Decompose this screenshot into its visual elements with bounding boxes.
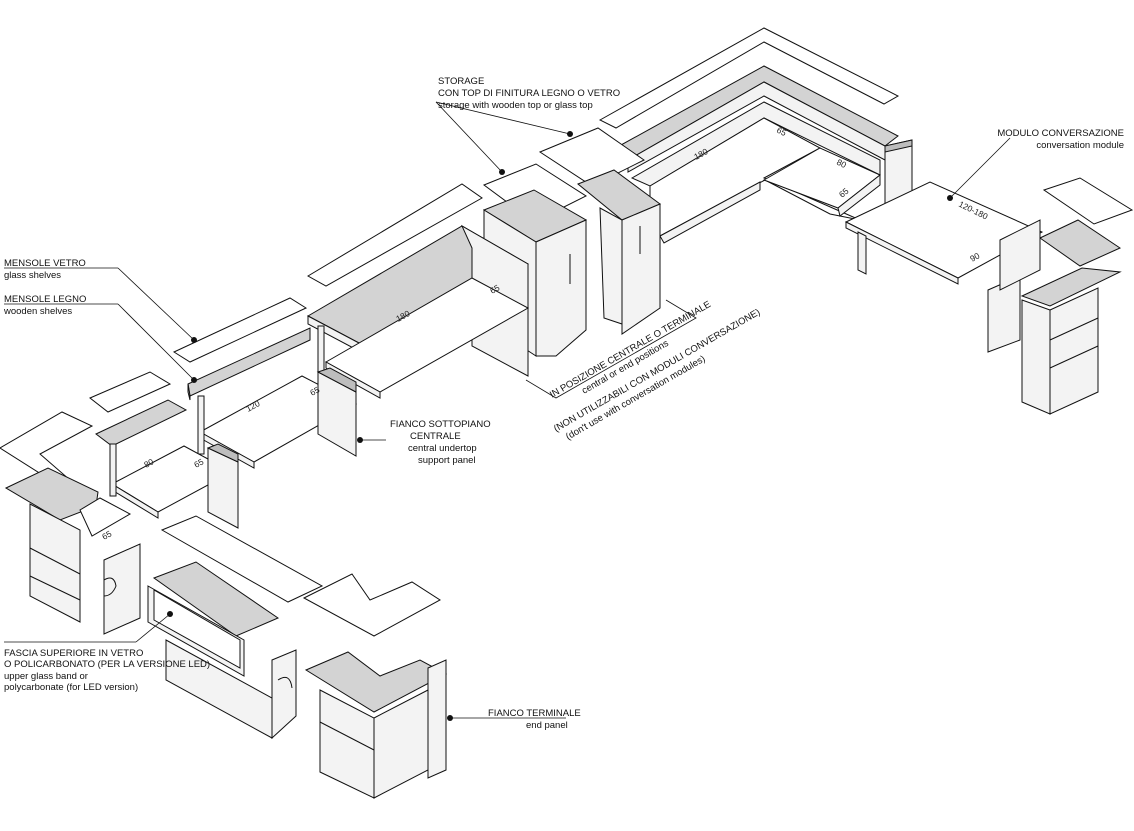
upper-band-title-1: FASCIA SUPERIORE IN VETRO — [4, 648, 143, 659]
glass-shelves-title: MENSOLE VETRO — [4, 258, 86, 269]
storage-title: STORAGE — [438, 76, 484, 87]
conversation-module — [844, 177, 1134, 415]
dim-corner-small-65: 65 — [100, 528, 113, 541]
dim-top-65: 65 — [775, 125, 788, 138]
glass-shelves-subtitle: glass shelves — [4, 270, 61, 281]
wood-shelves-subtitle: wooden shelves — [3, 306, 72, 317]
corner-glass-shelf — [598, 27, 900, 129]
top-corner-desk — [598, 27, 913, 244]
conv-glass-corner — [1042, 177, 1134, 225]
end-panel-subtitle: end panel — [526, 720, 568, 731]
front-glass-shelf — [160, 515, 324, 603]
conversation-title: MODULO CONVERSAZIONE — [997, 128, 1124, 139]
desk-120 — [172, 297, 358, 469]
dim-desk-65: 65 — [308, 384, 321, 397]
glass-shelf-80 — [89, 371, 172, 413]
upper-band-subtitle-2: polycarbonate (for LED version) — [4, 682, 138, 693]
dim-small-80: 80 — [142, 456, 155, 469]
conversation-subtitle: conversation module — [1036, 140, 1124, 151]
dim-conv-90: 90 — [968, 250, 981, 263]
storage-subtitle-en: storage with wooden top or glass top — [438, 100, 593, 111]
upper-glass-band — [153, 589, 241, 669]
end-glass-corner — [302, 573, 441, 637]
desk-80 — [89, 371, 239, 529]
upper-band-title-2: O POLICARBONATO (PER LA VERSIONE LED) — [4, 659, 210, 670]
upper-band-subtitle-1: upper glass band or — [4, 671, 88, 682]
wood-shelves-title: MENSOLE LEGNO — [4, 294, 86, 305]
end-panel-title: FIANCO TERMINALE — [488, 708, 581, 719]
central-panel-title-1: FIANCO SOTTOPIANO — [390, 419, 491, 430]
central-panel-subtitle-2: support panel — [418, 455, 476, 466]
glass-shelf-120 — [172, 297, 308, 363]
storage-glass-top — [538, 127, 645, 187]
storage-subtitle-it: CON TOP DI FINITURA LEGNO O VETRO — [438, 88, 620, 99]
central-panel-subtitle-1: central undertop — [408, 443, 477, 454]
leader-lines — [4, 101, 1011, 721]
central-panel-title-2: CENTRALE — [410, 431, 461, 442]
dim-mid-65: 65 — [488, 282, 501, 295]
front-reception — [147, 515, 324, 740]
left-corner-module — [0, 411, 141, 635]
middle-desk — [306, 183, 530, 399]
front-end-module — [302, 573, 448, 799]
middle-glass-shelf — [306, 183, 483, 287]
dim-small-65: 65 — [192, 456, 205, 469]
dim-corner-80: 80 — [835, 157, 848, 170]
